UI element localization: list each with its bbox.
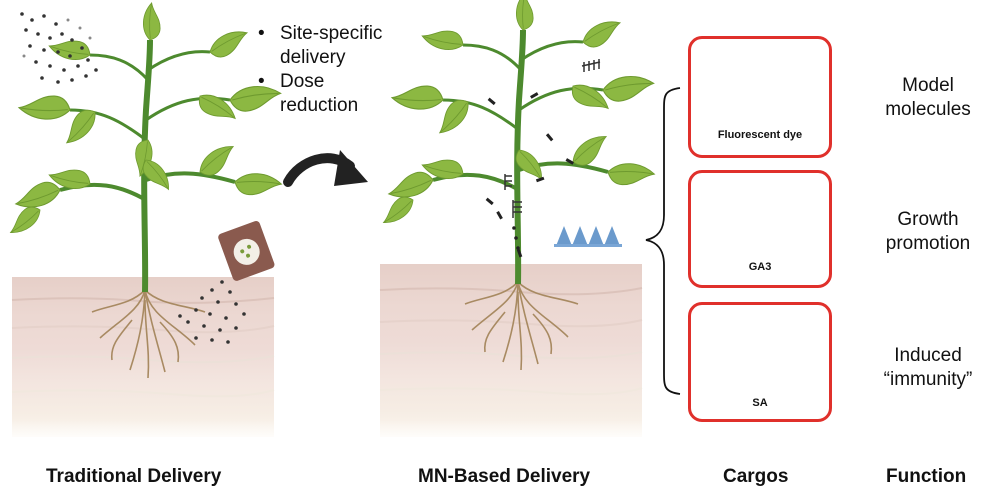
function-model-molecules: Model molecules	[858, 74, 998, 122]
cargo-label: GA3	[748, 261, 772, 273]
cargo-card-ga3: GA3	[688, 170, 832, 288]
cargo-label: Fluorescent dye	[717, 129, 803, 141]
microneedle-array-icon	[554, 226, 622, 247]
cargo-label: SA	[752, 397, 768, 409]
benefit-line: Site-specific	[280, 23, 383, 44]
mn-delivered-cargo	[485, 92, 574, 258]
fertilizer-granules	[178, 280, 246, 344]
cargo-card-fluorescent-dye: Fluorescent dye	[688, 36, 832, 158]
benefit-dose-reduction: • Dose reduction	[258, 70, 382, 118]
function-line: Model	[902, 75, 954, 96]
function-growth-promotion: Growth promotion	[858, 208, 998, 256]
roots-left	[91, 289, 206, 379]
function-line: molecules	[885, 99, 971, 120]
label-traditional-delivery: Traditional Delivery	[46, 466, 222, 487]
soil-left	[11, 277, 275, 444]
benefit-line: Dose	[280, 71, 325, 92]
function-line: Induced	[894, 345, 962, 366]
benefit-text: Dose reduction	[280, 70, 358, 118]
soil-right	[379, 264, 643, 444]
bullet-icon: •	[258, 71, 265, 92]
spray-particles	[20, 12, 98, 84]
fertilizer-bag	[218, 221, 275, 281]
benefit-line: delivery	[280, 47, 346, 68]
plant-mn	[376, 0, 656, 371]
label-cargos: Cargos	[723, 466, 789, 487]
bullet-icon: •	[258, 23, 265, 44]
label-function: Function	[886, 466, 967, 487]
benefit-site-specific: • Site-specific delivery	[258, 22, 382, 70]
cargo-card-sa: SA	[688, 302, 832, 422]
function-induced-immunity: Induced “immunity”	[858, 344, 998, 392]
microneedle-patches	[504, 59, 601, 218]
label-mn-based-delivery: MN-Based Delivery	[418, 466, 591, 487]
benefits-list: • Site-specific delivery • Dose reductio…	[258, 22, 382, 118]
function-line: “immunity”	[883, 369, 973, 390]
function-line: promotion	[885, 233, 971, 254]
curly-brace	[645, 87, 681, 395]
benefit-line: reduction	[280, 95, 359, 116]
roots-right	[464, 281, 579, 371]
function-line: Growth	[897, 209, 959, 230]
curved-arrow-icon	[283, 150, 368, 187]
benefit-text: Site-specific delivery	[280, 22, 382, 70]
plant-traditional	[3, 1, 283, 379]
